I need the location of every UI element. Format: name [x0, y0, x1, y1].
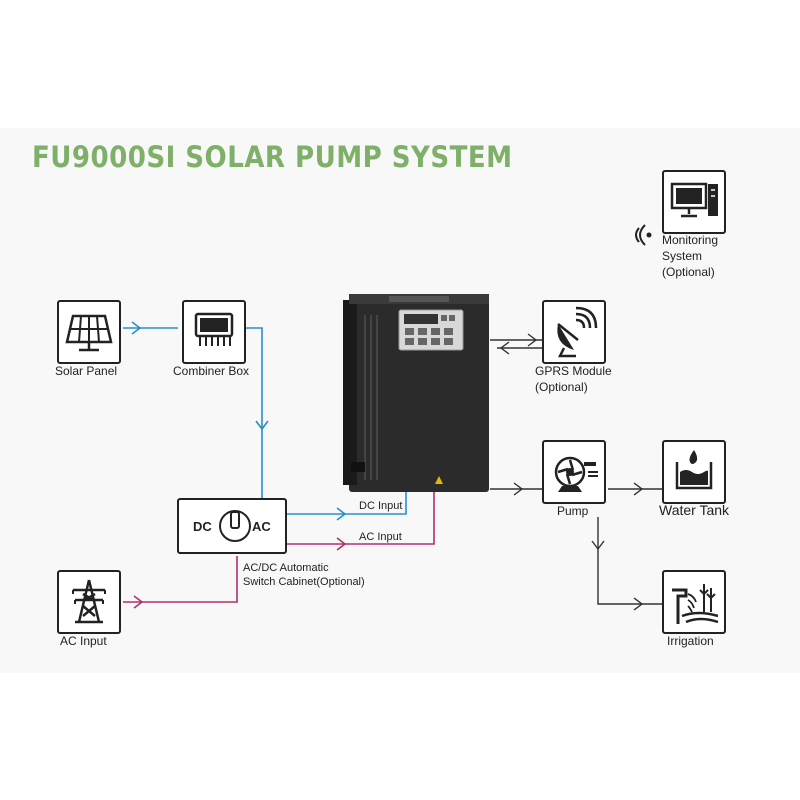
solar-panel-box	[57, 300, 121, 364]
pump-icon	[554, 456, 598, 492]
dc-wires	[123, 321, 407, 521]
arrow-combiner-down	[255, 420, 269, 431]
arrow-solar-to-combiner	[131, 321, 142, 335]
switch-dc-text: DC	[193, 519, 212, 534]
ac-input-box	[57, 570, 121, 634]
water-tank-box	[662, 440, 726, 504]
switch-knob-icon	[219, 510, 251, 542]
gprs-module-box	[542, 300, 606, 364]
combiner-box	[182, 300, 246, 364]
wire-ac-input	[287, 492, 435, 545]
monitoring-label-1: Monitoring	[662, 233, 719, 247]
arrow-ac-input	[336, 537, 347, 551]
power-tower-icon	[72, 579, 106, 624]
signal-wires	[490, 333, 662, 611]
dc-input-wire-label: DC Input	[359, 500, 403, 512]
wire-acinput-to-switch	[123, 556, 238, 603]
wire-pump-to-irrigation	[597, 517, 662, 605]
combiner-box-label: Combiner Box	[173, 364, 250, 378]
inverter-display	[404, 314, 438, 324]
wireless-signal-icon	[635, 224, 652, 246]
solar-panel-label: Solar Panel	[55, 364, 118, 378]
monitoring-label-2: System	[662, 249, 703, 263]
inverter-vents	[364, 315, 378, 480]
arrow-acinput	[133, 595, 144, 609]
irrigation-box	[662, 570, 726, 634]
wire-dc-input	[287, 492, 407, 515]
satellite-dish-icon	[557, 306, 598, 358]
inverter-device	[343, 294, 489, 492]
switch-cabinet-label-2: Switch Cabinet(Optional)	[243, 576, 365, 588]
page-title: FU9000SI SOLAR PUMP SYSTEM	[32, 140, 513, 174]
water-tank-icon	[675, 450, 713, 490]
wire-combiner-to-switch	[246, 327, 263, 498]
monitoring-box	[662, 170, 726, 234]
irrigation-icon	[672, 584, 719, 624]
ac-input-wire-label: AC Input	[359, 531, 402, 543]
irrigation-label: Irrigation	[667, 634, 714, 648]
arrow-dc-input	[336, 507, 347, 521]
computer-monitor-icon	[670, 182, 718, 218]
solar-panel-icon	[65, 314, 113, 352]
ac-wires	[123, 492, 435, 609]
switch-ac-text: AC	[252, 519, 271, 534]
gprs-label-1: GPRS Module	[535, 364, 612, 378]
monitoring-label-3: (Optional)	[662, 265, 715, 279]
switch-cabinet-box: DC AC	[177, 498, 287, 554]
pump-label: Pump	[557, 504, 589, 518]
water-tank-label: Water Tank	[659, 502, 730, 518]
switch-cabinet-label-1: AC/DC Automatic	[243, 562, 329, 574]
ac-input-label: AC Input	[60, 634, 107, 648]
pump-box	[542, 440, 606, 504]
combiner-box-icon	[194, 312, 234, 346]
warning-icon	[435, 476, 443, 484]
gprs-label-2: (Optional)	[535, 380, 588, 394]
